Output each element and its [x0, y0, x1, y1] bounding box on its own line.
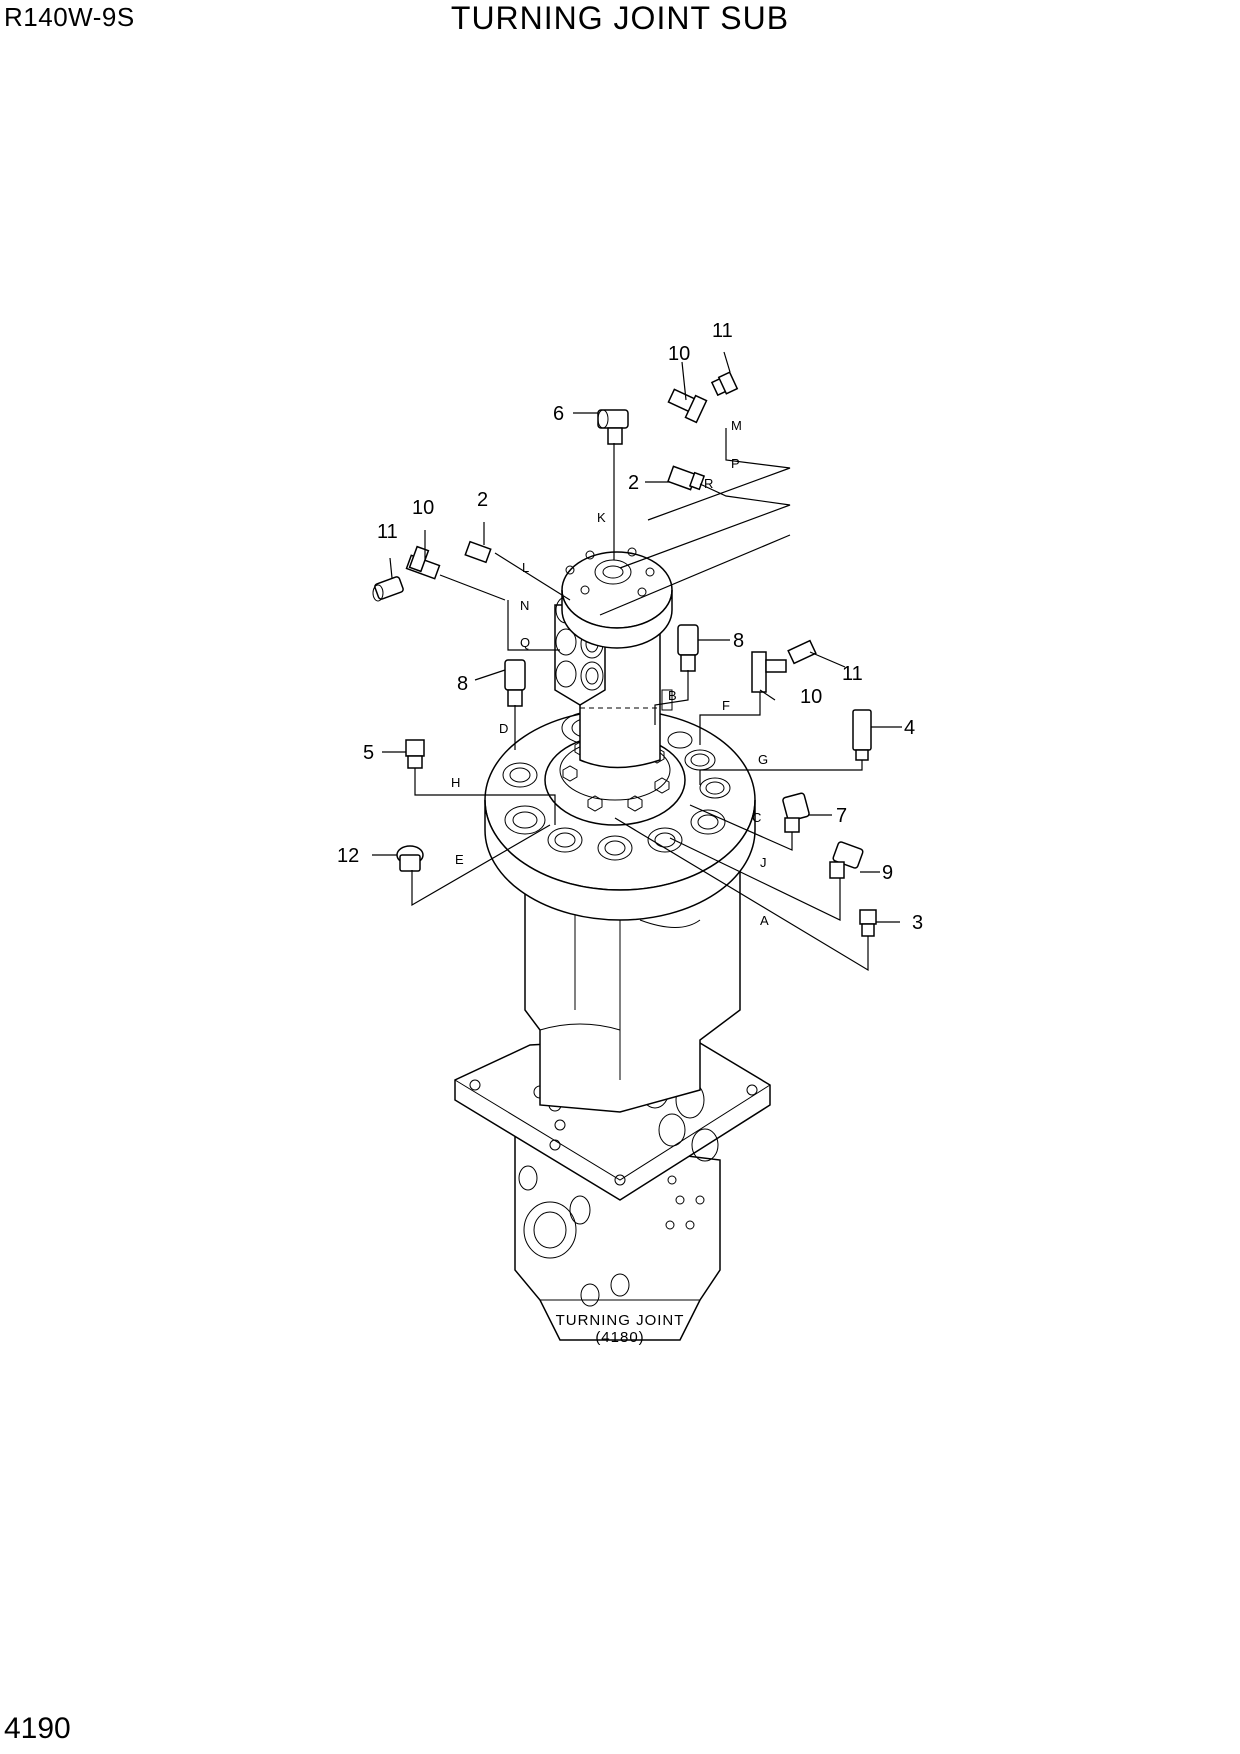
callout-6: 6 [553, 403, 564, 425]
callout-4: 4 [904, 717, 915, 739]
callout-2-upper: 2 [628, 472, 639, 494]
callout-11-left: 11 [377, 521, 398, 543]
turning-joint-body [454, 547, 771, 1341]
port-label-b: B [668, 688, 677, 703]
port-label-e: E [455, 852, 464, 867]
callout-10-top: 10 [668, 343, 690, 365]
fitting-9 [829, 841, 864, 879]
port-label-q: Q [520, 635, 530, 650]
fitting-8-left [504, 659, 526, 707]
model-code: R140W-9S [4, 2, 135, 32]
fitting-10-top [667, 388, 708, 424]
port-label-k: K [597, 510, 606, 525]
fittings [372, 371, 877, 937]
callout-3: 3 [912, 912, 923, 934]
fitting-11-top [710, 371, 739, 397]
callout-2-left: 2 [477, 489, 488, 511]
callout-11-right: 11 [842, 663, 863, 685]
callout-8-right: 8 [733, 630, 744, 652]
port-label-n: N [520, 598, 529, 613]
callout-11-top: 11 [712, 320, 733, 342]
caption-ref: (4180) [595, 1329, 644, 1346]
fitting-3 [859, 909, 877, 937]
fitting-2-upper [667, 465, 706, 491]
port-label-j: J [760, 855, 767, 870]
port-label-r: R [704, 476, 713, 491]
fitting-10-left [405, 545, 441, 580]
callout-7: 7 [836, 805, 847, 827]
page-number: 4190 [4, 1712, 71, 1745]
fitting-11-right [787, 639, 817, 665]
callout-12: 12 [337, 845, 359, 867]
callout-10-right: 10 [800, 686, 822, 708]
callout-8-left: 8 [457, 673, 468, 695]
port-label-p: P [731, 456, 740, 471]
fitting-11-left [372, 576, 404, 602]
fitting-5 [405, 739, 425, 769]
port-label-f: F [722, 698, 730, 713]
callout-numbers: 11 10 6 2 11 10 2 8 8 11 10 4 5 7 12 9 3 [337, 320, 923, 934]
port-label-a: A [760, 913, 769, 928]
port-label-m: M [731, 418, 742, 433]
fitting-10-right [751, 651, 787, 693]
callout-9: 9 [882, 862, 893, 884]
fitting-2-left [464, 540, 492, 564]
component-caption: TURNING JOINT (4180) [556, 1312, 685, 1346]
fitting-12 [396, 845, 424, 872]
callout-10-left: 10 [412, 497, 434, 519]
callout-5: 5 [363, 742, 374, 764]
port-label-d: D [499, 721, 508, 736]
fitting-8-right [677, 624, 699, 672]
fitting-4 [852, 709, 872, 761]
caption-name: TURNING JOINT [556, 1312, 685, 1329]
port-labels: M P R K L N Q B F D G H C E J A [451, 418, 769, 928]
port-label-h: H [451, 775, 460, 790]
fitting-6 [597, 409, 629, 445]
fitting-7 [782, 792, 810, 833]
port-label-g: G [758, 752, 768, 767]
page-title: TURNING JOINT SUB [450, 0, 790, 36]
port-label-c: C [752, 810, 761, 825]
port-label-l: L [522, 560, 529, 575]
leader-lines [372, 351, 902, 972]
